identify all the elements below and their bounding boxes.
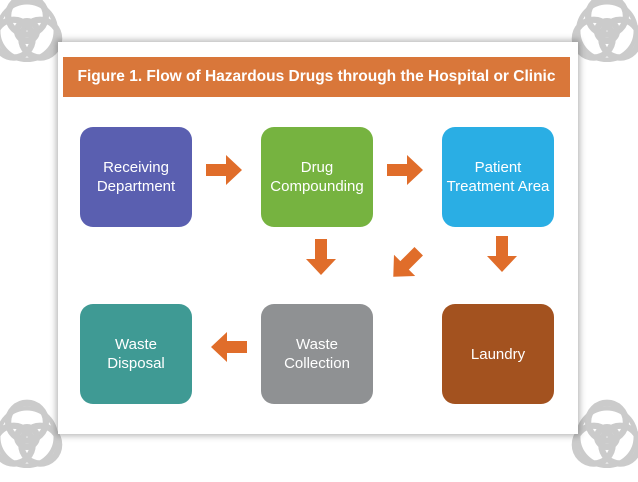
box-label-line1: Laundry — [470, 345, 526, 363]
box-label-line2: Compounding — [270, 178, 364, 195]
box-label-line2: Department — [96, 178, 176, 195]
box-label-line1: Waste — [296, 336, 338, 353]
box-label-line2: Treatment Area — [446, 178, 550, 195]
arrow-icon — [388, 246, 424, 282]
biohazard-icon — [562, 0, 638, 76]
box-label-line2: Collection — [284, 355, 350, 372]
box-label-line1: Receiving — [103, 159, 169, 176]
biohazard-icon — [0, 392, 72, 482]
biohazard-icon — [0, 0, 72, 76]
waste-disposal-box: Waste Disposal — [80, 304, 192, 404]
patient-treatment-area-box: Patient Treatment Area — [442, 127, 554, 227]
figure-title: Figure 1. Flow of Hazardous Drugs throug… — [63, 57, 570, 97]
arrow-icon — [211, 332, 247, 362]
arrow-icon — [306, 239, 336, 275]
waste-collection-box: Waste Collection — [261, 304, 373, 404]
laundry-box: Laundry — [442, 304, 554, 404]
box-label-line2: Disposal — [107, 355, 165, 372]
box-label-line1: Waste — [115, 336, 157, 353]
arrow-icon — [487, 236, 517, 272]
biohazard-icon — [562, 392, 638, 482]
arrow-icon — [387, 155, 423, 185]
receiving-department-box: Receiving Department — [80, 127, 192, 227]
box-label-line1: Patient — [474, 159, 522, 176]
drug-compounding-box: Drug Compounding — [261, 127, 373, 227]
arrow-icon — [206, 155, 242, 185]
box-label-line1: Drug — [300, 159, 334, 176]
figure-card: Figure 1. Flow of Hazardous Drugs throug… — [58, 42, 578, 434]
